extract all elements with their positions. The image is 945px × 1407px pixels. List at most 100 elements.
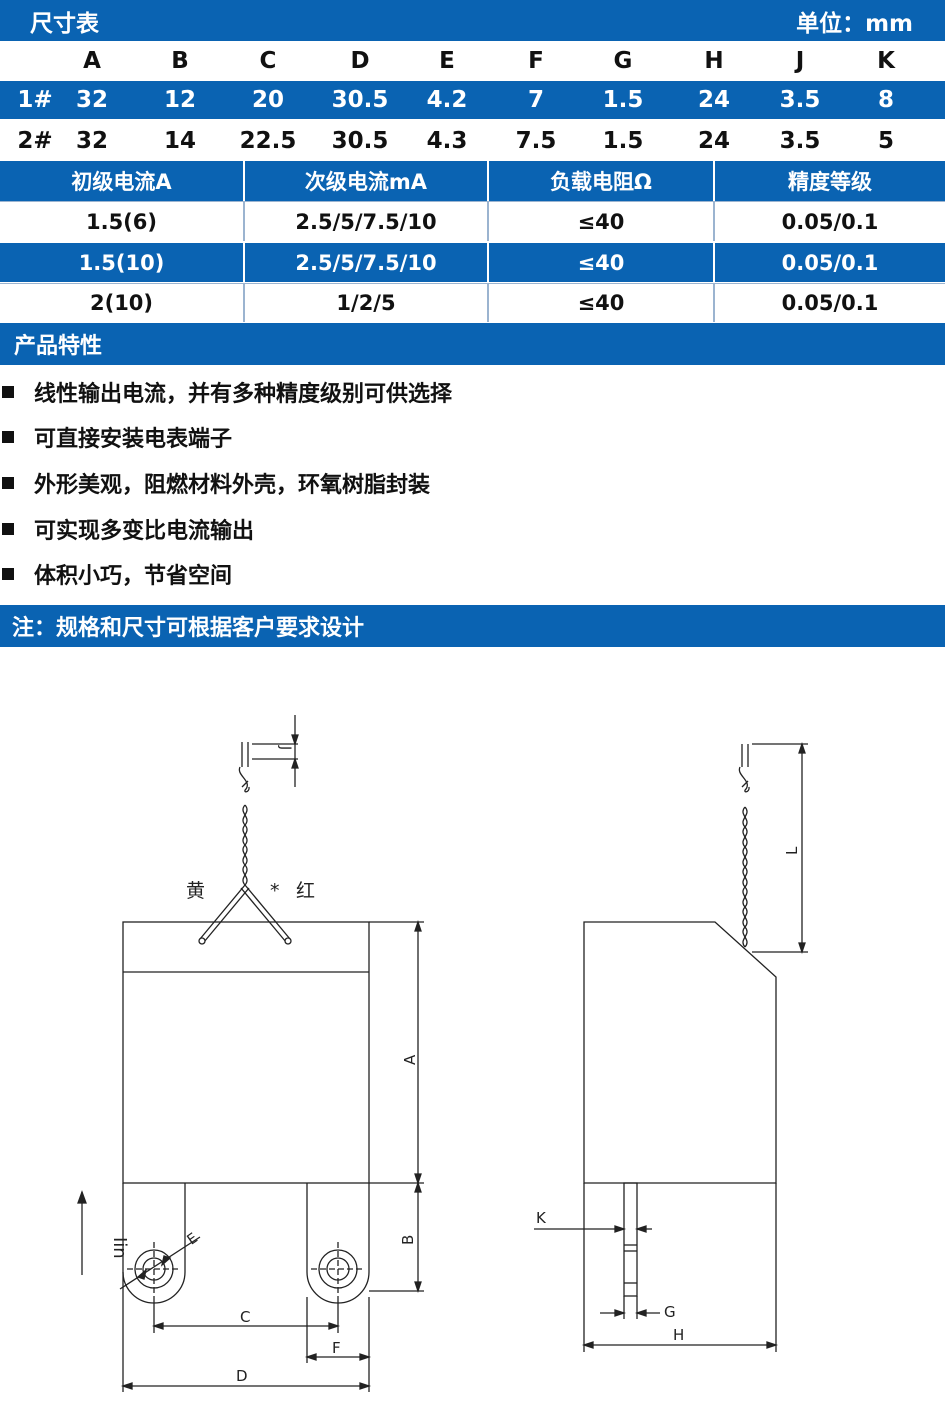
dimension-column-header: E [439,48,455,74]
spec-cell: 0.05/0.1 [781,250,879,275]
dimension-value: 22.5 [239,128,297,154]
dimension-value: 12 [163,87,196,113]
dimension-value: 3.5 [779,128,821,154]
spec-cell: 0.05/0.1 [781,209,879,234]
column-divider [243,243,245,282]
spec-cell: ≤40 [577,209,625,234]
feature-item: 可实现多变比电流输出 [0,513,254,545]
dimension-row-1: 1# 32 12 20 30.5 4.2 7 1.5 24 3.5 8 [0,81,945,119]
front-view: J A E B [77,715,424,1392]
dimension-value: 7.5 [515,128,557,154]
spec-cell: 0.05/0.1 [781,291,879,315]
column-divider [713,161,715,201]
spec-row-3: 2(10) 1/2/5 ≤40 0.05/0.1 [0,284,945,322]
dimension-value: 4.2 [426,87,468,113]
spec-cell: 2.5/5/7.5/10 [295,250,437,275]
dimension-value: 3.5 [779,87,821,113]
spec-column-header: 初级电流A [71,170,172,194]
wire-label-yellow: 黄 [186,880,205,902]
feature-item: 线性输出电流，并有多种精度级别可供选择 [0,376,452,408]
bullet-icon [2,431,14,443]
dim-label-l: L [783,846,801,855]
unit-label: 单位：mm [796,10,913,37]
spec-row-1: 1.5(6) 2.5/5/7.5/10 ≤40 0.05/0.1 [0,202,945,241]
dim-label-j: J [277,745,293,750]
spec-cell: ≤40 [577,291,625,315]
dimension-value: 32 [75,128,108,154]
spec-cell: 1/2/5 [336,291,396,315]
dimension-column-header: F [528,48,544,74]
dim-label-h: H [673,1326,684,1344]
dim-label-b: B [399,1235,417,1245]
note-bar: 注：规格和尺寸可根据客户要求设计 [0,605,945,647]
dim-label-d: D [236,1367,248,1385]
column-divider [243,284,245,322]
technical-drawing: J A E B [77,715,808,1392]
dimension-value: 24 [697,87,730,113]
column-divider [713,202,715,241]
dimension-value: 32 [75,87,108,113]
column-divider [487,284,489,322]
features-title: 产品特性 [14,334,103,359]
dimension-column-header: C [259,48,277,74]
dimension-value: 20 [251,87,284,113]
dimension-column-header: B [171,48,189,74]
column-divider [487,161,489,201]
spec-cell: 2(10) [89,291,154,315]
dim-label-c: C [240,1308,250,1326]
column-divider [243,202,245,241]
spec-cell: 1.5(6) [85,209,157,234]
spec-column-header: 负载电阻Ω [550,170,652,194]
dimension-value: 30.5 [331,128,389,154]
wire-label-star: * [270,880,280,902]
column-divider [243,161,245,201]
column-divider [713,243,715,282]
dim-label-k: K [536,1209,547,1227]
dimension-table-title: 尺寸表 [30,10,99,37]
dimension-column-header: A [83,48,101,74]
dimension-value: 30.5 [331,87,389,113]
spec-column-header: 次级电流mA [304,170,428,194]
spec-separator [0,201,945,202]
feature-item: 可直接安装电表端子 [0,421,232,453]
dimension-column-header: D [350,48,370,74]
spec-separator [0,283,945,284]
dimension-value: 8 [877,87,894,113]
dim-label-f: F [332,1339,341,1357]
column-divider [487,243,489,282]
spec-cell: 1.5(10) [78,250,165,275]
feature-item: 体积小巧，节省空间 [0,558,232,590]
dimension-value: 1.5 [602,128,644,154]
dimension-value: 7 [527,87,544,113]
column-divider [713,284,715,322]
dimension-column-header: J [795,48,805,74]
bullet-icon [2,386,14,398]
dimension-value: 5 [877,128,894,154]
note-text: 注：规格和尺寸可根据客户要求设计 [12,616,365,641]
dimension-row-2: 2# 32 14 22.5 30.5 4.3 7.5 1.5 24 3.5 5 [0,121,945,161]
dimension-value: 1.5 [602,87,644,113]
spec-cell: ≤40 [577,250,625,275]
model-label: 2# [17,128,53,154]
dimension-value: 14 [163,128,196,154]
side-view: L K G H [534,741,808,1352]
bullet-icon [2,477,14,489]
dim-label-g: G [664,1303,676,1321]
column-divider [487,202,489,241]
model-label: 1# [17,87,53,113]
spec-cell: 2.5/5/7.5/10 [295,209,437,234]
dimension-column-header: K [877,48,895,74]
dim-label-a: A [401,1054,419,1065]
dimension-column-header: G [613,48,633,74]
dimension-column-header: H [704,48,724,74]
feature-item: 外形美观，阻燃材料外壳，环氧树脂封装 [0,467,430,499]
dimension-value: 24 [697,128,730,154]
features-header: 产品特性 [0,323,945,365]
spec-row-2: 1.5(10) 2.5/5/7.5/10 ≤40 0.05/0.1 [0,243,945,282]
dimension-table-header: 尺寸表 单位：mm [0,0,945,41]
current-label-iin: Iin [109,1237,130,1259]
dimension-value: 4.3 [426,128,468,154]
wire-label-red: 红 [296,880,315,902]
